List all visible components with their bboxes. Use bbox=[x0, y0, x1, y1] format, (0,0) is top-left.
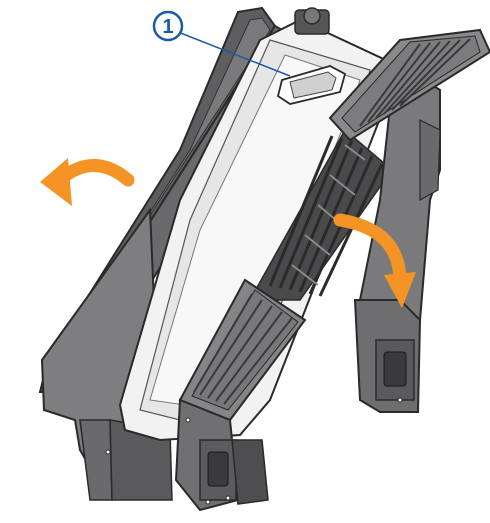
top-right-panel bbox=[328, 28, 490, 142]
top-connector bbox=[294, 7, 330, 35]
curved-arrow-down-icon bbox=[333, 213, 416, 308]
front-lower-leg bbox=[174, 398, 269, 512]
callout-number: 1 bbox=[162, 16, 173, 38]
right-leg bbox=[353, 299, 422, 413]
screws bbox=[105, 397, 403, 505]
callout-1: 1 bbox=[152, 10, 291, 77]
carry-handle bbox=[276, 65, 347, 105]
curved-arrow-left-icon bbox=[40, 158, 135, 206]
